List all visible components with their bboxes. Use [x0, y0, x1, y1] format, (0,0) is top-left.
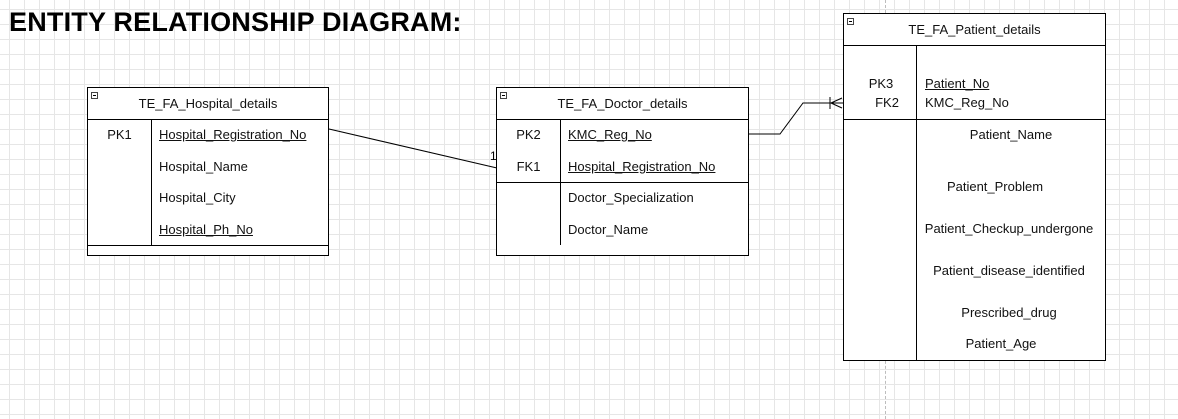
patient-attr-name: Patient_Name — [969, 127, 1053, 142]
collapse-icon[interactable] — [847, 18, 854, 25]
hospital-attr-city: Hospital_City — [159, 190, 236, 205]
doctor-attr-hospital-registration-no: Hospital_Registration_No — [568, 159, 716, 174]
doctor-key-fk1: FK1 — [516, 159, 541, 174]
doctor-patient-relationship-line — [749, 102, 843, 135]
patient-attr-problem: Patient_Problem — [946, 179, 1044, 194]
crows-foot-upper — [830, 97, 843, 104]
hospital-doctor-relationship-line — [328, 128, 498, 169]
patient-attr-checkup-undergone: Patient_Checkup_undergone — [924, 221, 1094, 236]
patient-attr-prescribed-drug: Prescribed_drug — [961, 305, 1057, 320]
patient-attr-disease-identified: Patient_disease_identified — [933, 263, 1085, 278]
patient-entity[interactable]: TE_FA_Patient_details PK3 FK2 Patient_No… — [843, 13, 1106, 361]
patient-attr-patient-no: Patient_No — [925, 76, 990, 91]
doctor-key-pk2: PK2 — [516, 127, 541, 142]
patient-key-fk2: FK2 — [875, 95, 899, 110]
hospital-entity[interactable]: TE_FA_Hospital_details PK1 Hospital_Regi… — [87, 87, 329, 256]
page-title: ENTITY RELATIONSHIP DIAGRAM: — [9, 7, 462, 37]
patient-attr-kmc-reg-no: KMC_Reg_No — [925, 95, 1009, 110]
patient-entity-title: TE_FA_Patient_details — [844, 14, 1105, 46]
patient-key-pk3: PK3 — [868, 76, 894, 91]
hospital-attr-phone: Hospital_Ph_No — [159, 222, 253, 237]
doctor-entity[interactable]: TE_FA_Doctor_details PK2 FK1 KMC_Reg_No … — [496, 87, 749, 256]
hospital-key-pk1: PK1 — [107, 127, 132, 142]
collapse-icon[interactable] — [91, 92, 98, 99]
hospital-attr-registration-no: Hospital_Registration_No — [159, 127, 307, 142]
hospital-attr-name: Hospital_Name — [159, 159, 248, 174]
doctor-attr-specialization: Doctor_Specialization — [568, 190, 694, 205]
collapse-icon[interactable] — [500, 92, 507, 99]
hospital-entity-title: TE_FA_Hospital_details — [88, 88, 328, 120]
patient-attr-age: Patient_Age — [965, 336, 1037, 351]
doctor-attr-name: Doctor_Name — [568, 222, 649, 237]
relationship-cardinality-label: 1 — [490, 149, 497, 163]
doctor-entity-title: TE_FA_Doctor_details — [497, 88, 748, 120]
doctor-attr-kmc-reg-no: KMC_Reg_No — [568, 127, 652, 142]
crows-foot-lower — [830, 102, 843, 109]
